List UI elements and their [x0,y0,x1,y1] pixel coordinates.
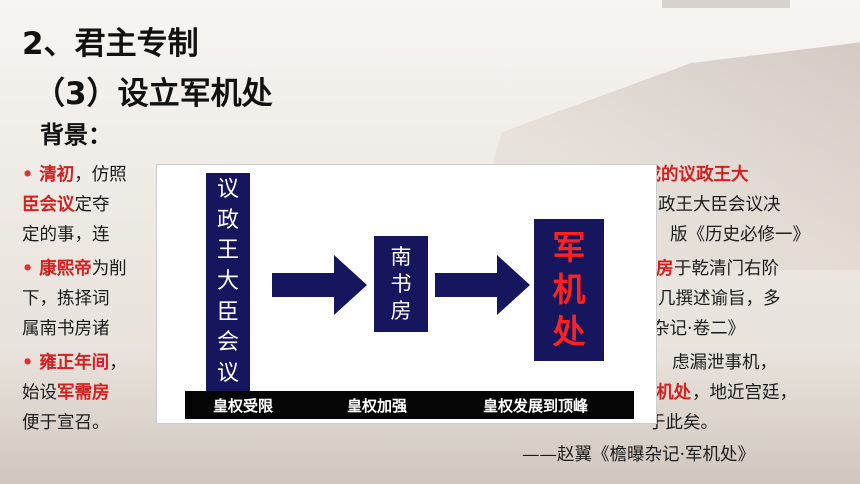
text-seg: ，地近宫廷， [692,383,797,403]
text-seg: 下，拣择词 [22,289,110,309]
stage1-char: 议 [216,360,239,386]
text-seg: ，仿照 [74,165,127,185]
text-line: 下，拣择词 几撰述谕旨，多 [22,284,781,314]
text-seg: 组成的议政王大 [626,165,749,185]
text-line: 定的事，连 版《历史必修一》 [22,220,810,250]
bullet: • [22,165,34,185]
stage3-char: 机 [552,270,586,309]
stage1-char: 臣 [216,299,239,325]
text-seg: 于此矣。 [648,413,718,433]
text-seg: 政王大臣会议决 [658,195,781,215]
arrow-right-icon [272,255,367,315]
stage1-char: 会 [216,330,239,356]
text-seg: 为削 [91,259,127,279]
stage1-char: 大 [216,268,239,294]
arrow-right-icon [435,255,530,315]
text-line: 便于宣召。 于此矣。 [22,408,718,438]
text-line: •清初，仿照 组成的议政王大 [22,160,749,190]
text-seg: 军需房 [57,383,110,403]
text-seg: 几撰述谕旨，多 [658,289,781,309]
citation: ——赵翼《檐曝杂记·军机处》 [522,445,756,465]
text-seg: 始设 [22,383,57,403]
text-line: 始设军需房 机处，地近宫廷， [22,378,797,408]
text-line: •康熙帝为削 房于乾清门右阶 [22,254,779,284]
stage2-char: 书 [390,271,412,296]
slide-heading: 2、君主专制 [22,26,199,62]
text-seg: 虑漏泄事机， [672,353,777,373]
text-line: 属南书房诸 杂记·卷二》 [22,314,745,344]
text-seg: 于乾清门右阶 [674,259,779,279]
stage1-char: 王 [216,238,239,264]
text-seg: 机处 [656,383,691,403]
text-seg: 版《历史必修一》 [670,225,810,245]
background-label: 背景： [40,121,112,149]
text-seg: 杂记·卷二》 [652,319,746,339]
slide-subheading: （3）设立军机处 [34,76,273,112]
stage1-char: 政 [216,207,239,233]
stage2-char: 房 [390,298,412,323]
stage2-char: 南 [390,244,412,269]
text-seg: 雍正年间 [39,353,110,373]
bullet: • [22,353,34,373]
power-evolution-diagram: 议 政 王 大 臣 会 议 南 书 房 军 机 处 皇权受限 皇权加强 皇权发展… [157,165,656,423]
text-seg: 房 [656,259,674,279]
text-seg: 定夺 [74,195,110,215]
bullet: • [22,259,34,279]
text-line: •雍正年间， 虑漏泄事机， [22,348,777,378]
stage3-char: 处 [552,312,586,351]
text-seg: 清初 [39,165,75,185]
stage-label-bar: 皇权受限 皇权加强 皇权发展到顶峰 [185,391,634,419]
stage-council-box: 议 政 王 大 臣 会 议 [206,173,250,391]
stage-study-box: 南 书 房 [374,236,428,332]
stage-label: 皇权发展到顶峰 [483,397,589,415]
stage-grand-council-box: 军 机 处 [534,219,604,361]
text-seg: 康熙帝 [39,259,92,279]
top-decoration-bar [662,0,790,8]
text-line: 臣会议定夺 政王大臣会议决 [22,190,781,220]
text-line: ——赵翼《檐曝杂记·军机处》 [522,440,755,470]
text-seg: 便于宣召。 [22,413,110,433]
stage1-char: 议 [216,177,239,203]
stage-label: 皇权加强 [347,397,408,415]
stage-label: 皇权受限 [213,397,274,415]
text-seg: 属南书房诸 [22,319,110,339]
stage3-char: 军 [552,228,586,267]
text-seg: 定的事，连 [22,225,110,245]
text-seg: ， [109,353,127,373]
text-seg: 臣会议 [22,195,75,215]
